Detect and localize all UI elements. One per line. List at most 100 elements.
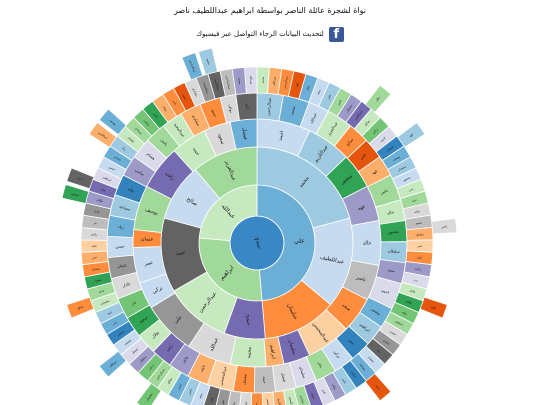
ring4-label: ماجد — [181, 355, 189, 364]
ring5-label: عمر — [416, 244, 422, 248]
outer-leaf-segment[interactable] — [397, 122, 426, 148]
ring5-label: نايف — [416, 255, 422, 260]
ring3-label: فهد — [357, 204, 366, 212]
ring5-label: ياسر — [152, 111, 160, 119]
ring5-label: علي — [209, 396, 214, 402]
outer-leaf-segment[interactable] — [181, 52, 203, 81]
ring5-label: محمد — [261, 76, 265, 83]
ring2-label: صالح — [185, 196, 198, 207]
ring5-label: ناصر — [187, 388, 194, 396]
ring5-label: ابراهيم — [102, 175, 112, 182]
ring4-label: راشد — [165, 343, 174, 353]
ring4-label: ناصر — [378, 188, 388, 196]
ring4-label: نايف — [198, 364, 206, 373]
ring5-label: فيصل — [386, 145, 395, 153]
ring5-label: حسن — [108, 165, 116, 172]
outer-leaf-label: عبدالعزيز — [96, 130, 109, 141]
ring5-label: صالح — [166, 377, 173, 385]
outer-leaf-segment[interactable] — [66, 297, 95, 319]
outer-leaf-label: فهد — [408, 132, 414, 138]
ring5-label: حمد — [411, 198, 417, 203]
ring4-label: مساعد — [118, 204, 130, 212]
ring4-label: عمر — [347, 337, 356, 346]
ring5-label: عبدالكريم — [214, 79, 221, 92]
ring5-label: بدر — [92, 221, 97, 226]
ring4-label: سامي — [134, 167, 146, 177]
ring5-label: عبدالرحمن — [155, 367, 166, 380]
ring3-label: عمر — [143, 260, 154, 268]
ring5-label: سامي — [143, 119, 151, 128]
ring5-label: نواف — [331, 383, 338, 391]
ring5-label: حسن — [389, 329, 397, 336]
ring5-label: نواف — [162, 105, 169, 113]
ring4-label: طلال — [150, 330, 160, 339]
ring5-label: عبدالمحسن — [225, 75, 232, 90]
ring5-label: منصور — [116, 329, 126, 338]
ring5-label: مشاري — [192, 87, 199, 97]
ring4-label: عثمان — [116, 262, 127, 269]
ring5-label: علي — [326, 93, 332, 100]
outer-leaf-label: منصور — [70, 191, 80, 197]
outer-leaf-segment[interactable] — [88, 122, 117, 148]
ring5-label: محمد — [237, 77, 242, 85]
ring4-label: حمد — [262, 376, 267, 384]
ring5-label: فهد — [220, 399, 225, 405]
outer-leaf-segment[interactable] — [198, 47, 218, 76]
ring5-label: مشعل — [92, 266, 101, 271]
ring5-label: سعد — [316, 88, 322, 95]
outer-leaf-segment[interactable] — [364, 373, 392, 402]
ring5-label: عادل — [94, 209, 101, 214]
ring4-label: ثامر — [245, 102, 251, 110]
outer-leaf-label: يوسف — [109, 118, 118, 126]
outer-leaf-label: ناصر — [440, 224, 447, 229]
ring5-label: عادل — [409, 288, 416, 294]
ring4-label: ابراهيم — [359, 322, 371, 333]
ring5-label: منصور — [401, 175, 411, 182]
outer-leaf-label: علي — [430, 305, 437, 311]
outer-leaf-segment[interactable] — [61, 184, 90, 204]
ring3-label: محمد — [246, 347, 253, 359]
ring5-label: عبدالكريم — [277, 398, 283, 405]
ring5-label: مساعد — [358, 362, 367, 371]
outer-leaf-segment[interactable] — [419, 297, 448, 319]
outer-leaf-segment[interactable] — [136, 383, 162, 405]
ring5-segment[interactable] — [244, 66, 258, 94]
ring4-label: صالح — [345, 137, 355, 147]
ring5-label: يوسف — [123, 338, 132, 346]
ring5-label: ناصر — [336, 99, 343, 107]
ring3-label: سليمان — [287, 339, 298, 356]
outer-leaf-segment[interactable] — [364, 84, 392, 113]
ring2-label: حمد — [176, 250, 186, 257]
ring5-label: صالح — [363, 119, 371, 127]
outer-leaf-segment[interactable] — [98, 108, 127, 136]
ring5-label: عثمان — [382, 338, 391, 346]
outer-leaf-segment[interactable] — [66, 167, 95, 189]
ring4-label: عبدالمحسن — [218, 366, 228, 386]
ring4-label: مشعل — [241, 374, 247, 385]
ring4-label: بدر — [129, 299, 137, 306]
ring5-label: مشعل — [416, 232, 425, 236]
ring5-label: سعد — [198, 392, 204, 399]
ring5-label: عبدالعزيز — [353, 109, 364, 122]
ring5-label: عبدالرحمن — [282, 75, 288, 89]
ring4-label: ياسر — [159, 137, 169, 147]
outer-leaf-label: احمد — [77, 176, 84, 182]
outer-leaf-segment[interactable] — [98, 350, 127, 378]
ring3-label: يوسف — [144, 207, 159, 217]
ring4-label: منصور — [387, 229, 399, 235]
ring5-label: حمود — [310, 392, 316, 400]
ring5-label: عثمان — [114, 155, 123, 162]
ring5-label: حمد — [106, 310, 113, 316]
ring5-label: بدر — [412, 277, 418, 282]
ring5-label: وليد — [100, 187, 106, 193]
ring1-label: علي — [294, 237, 305, 244]
ring4-label: خالد — [387, 209, 395, 216]
ring5-label: عبدالمجيد — [202, 82, 210, 95]
facebook-icon[interactable]: f — [328, 26, 344, 42]
ring5-label: ابراهيم — [394, 319, 404, 327]
ring5-label: فهد — [294, 82, 299, 88]
ring3-label: راشد — [164, 171, 177, 183]
outer-leaf-segment[interactable] — [431, 218, 458, 235]
ring5-label: خالد — [232, 401, 237, 405]
